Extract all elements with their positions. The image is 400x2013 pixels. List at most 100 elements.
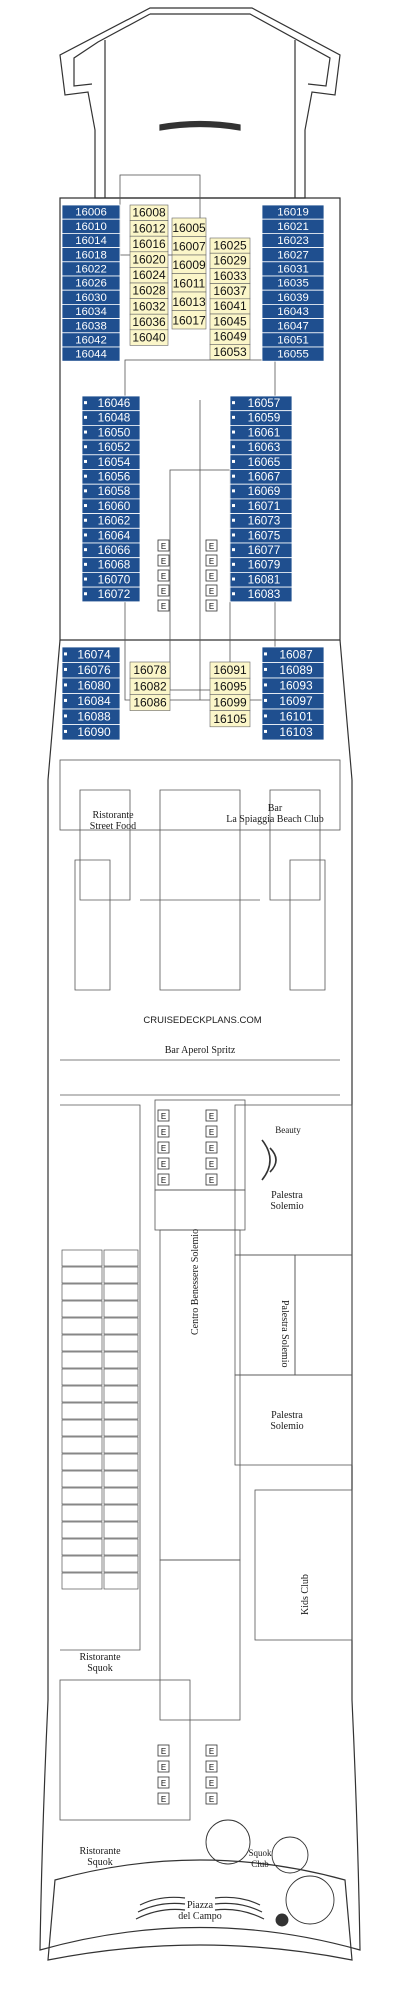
cabin-16009[interactable]: 16009 — [171, 254, 207, 274]
cabin-16051[interactable]: 16051 — [261, 332, 325, 348]
cabin-16045[interactable]: 16045 — [209, 313, 251, 330]
cabin-16053[interactable]: 16053 — [209, 344, 251, 360]
cabin-16090[interactable]: 16090 — [61, 724, 121, 741]
cabin-16089[interactable]: 16089 — [261, 662, 325, 679]
cabin-16047[interactable]: 16047 — [261, 318, 325, 334]
cabin-number: 16038 — [75, 320, 107, 332]
cabin-16086[interactable]: 16086 — [129, 694, 171, 711]
cabin-16059[interactable]: 16059 — [229, 410, 293, 426]
cabin-16040[interactable]: 16040 — [129, 329, 169, 346]
cabin-number: 16027 — [277, 249, 309, 261]
cabin-16032[interactable]: 16032 — [129, 298, 169, 315]
cabin-16058[interactable]: 16058 — [81, 483, 141, 500]
cabin-16080[interactable]: 16080 — [61, 677, 121, 694]
cabin-16007[interactable]: 16007 — [171, 236, 207, 256]
svg-text:E: E — [209, 1160, 214, 1169]
cabin-16044[interactable]: 16044 — [61, 346, 121, 362]
cabin-16061[interactable]: 16061 — [229, 424, 293, 441]
cabin-16012[interactable]: 16012 — [129, 220, 169, 237]
cabin-16027[interactable]: 16027 — [261, 247, 325, 263]
cabin-16079[interactable]: 16079 — [229, 557, 293, 573]
cabin-16103[interactable]: 16103 — [261, 724, 325, 741]
cabin-16021[interactable]: 16021 — [261, 218, 325, 234]
cabin-16010[interactable]: 16010 — [61, 218, 121, 234]
cabin-16073[interactable]: 16073 — [229, 513, 293, 529]
cabin-16013[interactable]: 16013 — [171, 291, 207, 311]
cabin-16055[interactable]: 16055 — [261, 346, 325, 362]
cabin-16076[interactable]: 16076 — [61, 662, 121, 679]
cabin-16042[interactable]: 16042 — [61, 332, 121, 348]
cabin-icon — [84, 430, 87, 434]
cabin-16077[interactable]: 16077 — [229, 542, 293, 559]
cabin-16035[interactable]: 16035 — [261, 275, 325, 291]
cabin-16105[interactable]: 16105 — [209, 710, 251, 728]
cabin-16008[interactable]: 16008 — [129, 204, 169, 221]
cabin-16095[interactable]: 16095 — [209, 677, 251, 695]
cabin-16066[interactable]: 16066 — [81, 542, 141, 559]
cabin-16054[interactable]: 16054 — [81, 454, 141, 470]
cabin-16063[interactable]: 16063 — [229, 439, 293, 456]
cabin-16025[interactable]: 16025 — [209, 237, 251, 254]
cabin-16075[interactable]: 16075 — [229, 527, 293, 544]
cabin-number: 16083 — [248, 588, 281, 601]
cabin-16097[interactable]: 16097 — [261, 693, 325, 710]
cabin-16034[interactable]: 16034 — [61, 303, 121, 319]
cabin-16072[interactable]: 16072 — [81, 586, 141, 603]
cabin-16082[interactable]: 16082 — [129, 677, 171, 695]
cabin-16014[interactable]: 16014 — [61, 232, 121, 248]
svg-text:E: E — [161, 1779, 166, 1788]
cabin-16068[interactable]: 16068 — [81, 557, 141, 573]
cabin-16083[interactable]: 16083 — [229, 586, 293, 603]
cabin-16101[interactable]: 16101 — [261, 708, 325, 725]
cabin-16037[interactable]: 16037 — [209, 283, 251, 300]
cabin-16029[interactable]: 16029 — [209, 252, 251, 269]
cabin-16048[interactable]: 16048 — [81, 410, 141, 426]
cabin-16023[interactable]: 16023 — [261, 232, 325, 248]
cabin-number: 16028 — [132, 284, 166, 298]
cabin-16033[interactable]: 16033 — [209, 268, 251, 284]
cabin-16018[interactable]: 16018 — [61, 247, 121, 263]
cabin-16046[interactable]: 16046 — [81, 395, 141, 412]
cabin-16057[interactable]: 16057 — [229, 395, 293, 412]
cabin-16020[interactable]: 16020 — [129, 251, 169, 268]
cabin-16005[interactable]: 16005 — [171, 217, 207, 237]
cabin-16071[interactable]: 16071 — [229, 498, 293, 514]
cabin-16091[interactable]: 16091 — [209, 661, 251, 679]
cabin-16056[interactable]: 16056 — [81, 469, 141, 485]
cabin-16087[interactable]: 16087 — [261, 646, 325, 663]
cabin-16074[interactable]: 16074 — [61, 646, 121, 663]
cabin-16099[interactable]: 16099 — [209, 694, 251, 711]
cabin-16065[interactable]: 16065 — [229, 454, 293, 470]
cabin-16067[interactable]: 16067 — [229, 469, 293, 485]
cabin-16062[interactable]: 16062 — [81, 513, 141, 529]
cabin-16088[interactable]: 16088 — [61, 708, 121, 725]
cabin-16070[interactable]: 16070 — [81, 572, 141, 588]
cabin-16049[interactable]: 16049 — [209, 328, 251, 345]
cabin-16038[interactable]: 16038 — [61, 318, 121, 334]
cabin-16024[interactable]: 16024 — [129, 267, 169, 284]
cabin-16069[interactable]: 16069 — [229, 483, 293, 500]
cabin-16028[interactable]: 16028 — [129, 282, 169, 299]
cabin-16036[interactable]: 16036 — [129, 313, 169, 331]
cabin-16060[interactable]: 16060 — [81, 498, 141, 514]
cabin-16084[interactable]: 16084 — [61, 693, 121, 710]
cabin-16052[interactable]: 16052 — [81, 439, 141, 456]
cabin-16081[interactable]: 16081 — [229, 572, 293, 588]
cabin-number: 16041 — [213, 299, 247, 313]
cabin-16011[interactable]: 16011 — [171, 273, 207, 293]
cabin-16019[interactable]: 16019 — [261, 204, 325, 220]
cabin-16006[interactable]: 16006 — [61, 204, 121, 220]
cabin-16026[interactable]: 16026 — [61, 275, 121, 291]
cabin-16078[interactable]: 16078 — [129, 661, 171, 679]
cabin-16043[interactable]: 16043 — [261, 303, 325, 319]
cabin-16016[interactable]: 16016 — [129, 235, 169, 253]
cabin-16050[interactable]: 16050 — [81, 424, 141, 441]
cabin-16022[interactable]: 16022 — [61, 261, 121, 277]
cabin-16031[interactable]: 16031 — [261, 261, 325, 277]
cabin-16039[interactable]: 16039 — [261, 289, 325, 305]
cabin-16041[interactable]: 16041 — [209, 298, 251, 315]
cabin-16093[interactable]: 16093 — [261, 677, 325, 694]
cabin-16030[interactable]: 16030 — [61, 289, 121, 305]
cabin-16064[interactable]: 16064 — [81, 527, 141, 544]
cabin-16017[interactable]: 16017 — [171, 310, 207, 330]
